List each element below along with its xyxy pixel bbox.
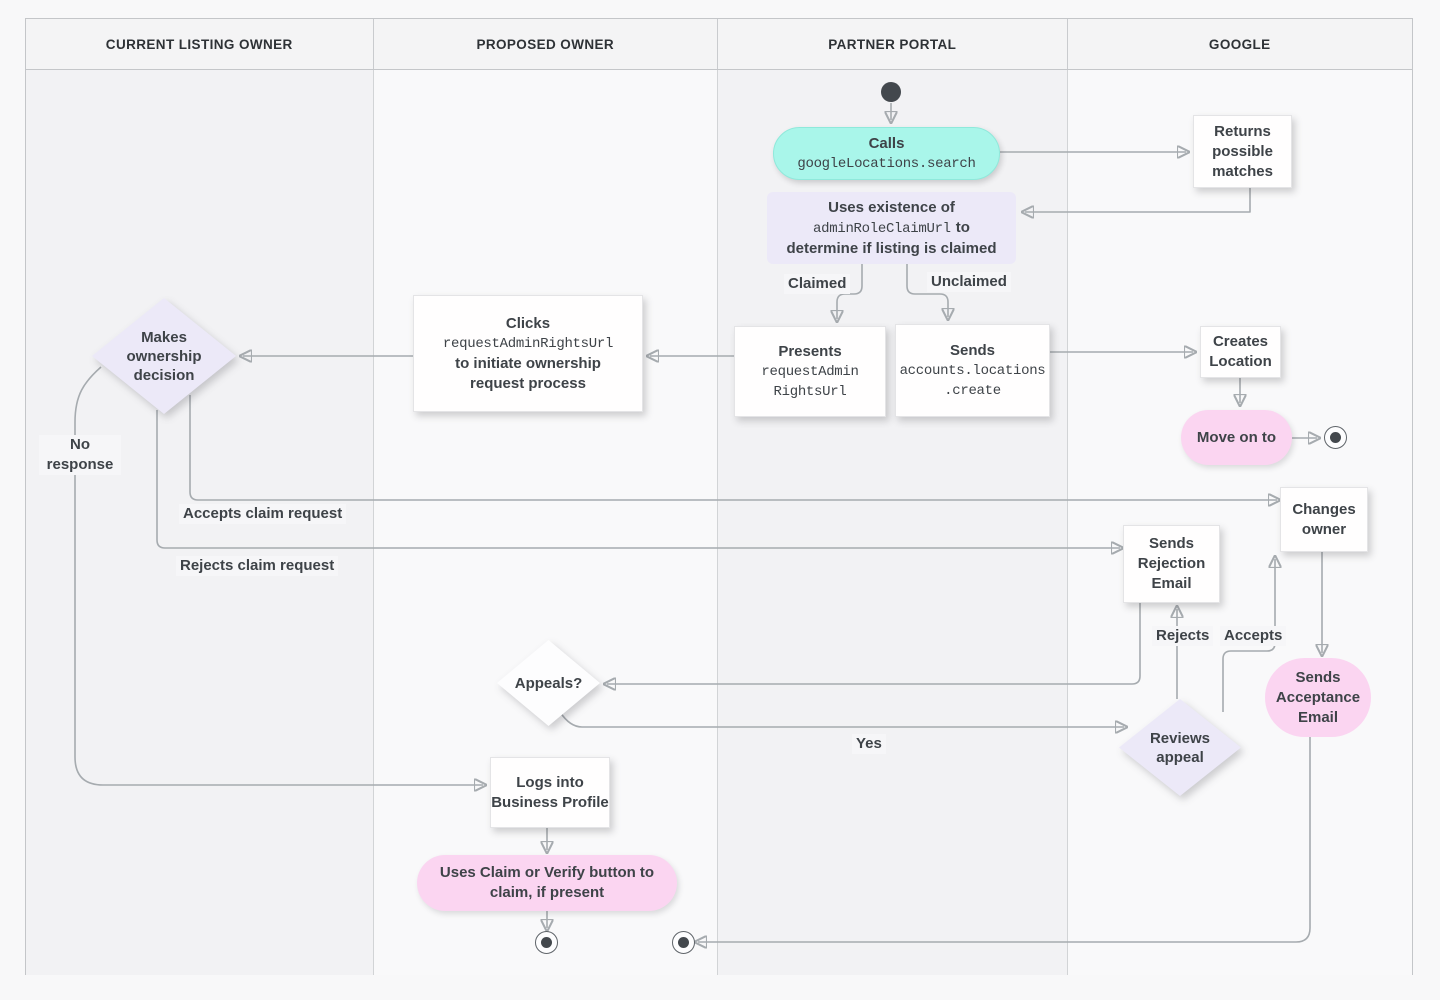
node-reviews-appeal: Reviews appeal <box>1119 699 1241 796</box>
end-node-claim <box>535 931 558 954</box>
lane-header-partner-portal: PARTNER PORTAL <box>718 19 1068 69</box>
end-node-move-on <box>1324 426 1347 449</box>
node-sends-acceptance-email: Sends Acceptance Email <box>1265 658 1371 737</box>
node-code-line2: RightsUrl <box>773 383 847 400</box>
node-text: Reviews appeal <box>1149 729 1211 766</box>
edge-label-rejects-claim-request: Rejects claim request <box>176 556 339 576</box>
node-text: Appeals? <box>514 674 583 692</box>
node-text: Uses Claim or Verify button to claim, if… <box>439 864 655 901</box>
node-title: Presents <box>778 342 842 360</box>
node-code-line1: accounts.locations <box>899 362 1046 379</box>
node-calls-google-locations-search: Calls googleLocations.search <box>773 127 1000 180</box>
node-presents-request-admin-rights-url: Presents requestAdmin RightsUrl <box>734 326 886 417</box>
node-appeals-decision: Appeals? <box>497 640 600 726</box>
node-code: adminRoleClaimUrl <box>813 220 951 237</box>
node-line2: adminRoleClaimUrl to <box>813 218 970 239</box>
lane-header-current-listing-owner: CURRENT LISTING OWNER <box>26 19 374 69</box>
node-code-line1: requestAdmin <box>761 363 859 380</box>
node-code-line2: .create <box>944 382 1001 399</box>
lane-proposed-owner <box>373 70 718 975</box>
node-line2: to initiate ownership <box>455 354 601 372</box>
node-sends-accounts-locations-create: Sends accounts.locations .create <box>895 324 1050 417</box>
edge-label-accepts: Accepts <box>1220 626 1287 646</box>
appeals-diamond-shape: Appeals? <box>497 640 600 726</box>
edge-label-unclaimed: Unclaimed <box>927 272 1011 292</box>
node-text: Sends Acceptance Email <box>1275 668 1361 726</box>
lane-header-proposed-owner: PROPOSED OWNER <box>373 19 718 69</box>
node-makes-ownership-decision: Makes ownership decision <box>92 298 236 414</box>
node-text: Returns possible matches <box>1212 122 1273 180</box>
node-logs-into-business-profile: Logs into Business Profile <box>490 757 610 828</box>
edge-label-no-response: No response <box>39 435 121 475</box>
end-node-acceptance <box>672 931 695 954</box>
node-title: Sends <box>949 341 995 359</box>
node-code: requestAdminRightsUrl <box>442 335 614 352</box>
node-text: Logs into Business Profile <box>491 773 609 811</box>
node-returns-possible-matches: Returns possible matches <box>1193 115 1292 188</box>
node-text: Sends Rejection Email <box>1137 535 1206 592</box>
node-text: Move on to <box>1196 428 1277 446</box>
edge-label-claimed: Claimed <box>784 274 851 294</box>
edge-label-yes: Yes <box>852 734 886 754</box>
node-uses-claim-or-verify-button: Uses Claim or Verify button to claim, if… <box>417 855 677 911</box>
node-title: Calls <box>868 134 905 152</box>
node-line3: determine if listing is claimed <box>786 239 997 257</box>
node-text: Creates Location <box>1209 333 1272 370</box>
node-line3: request process <box>470 374 586 392</box>
node-move-on-to: Move on to <box>1181 410 1292 465</box>
edge-label-rejects: Rejects <box>1152 626 1214 646</box>
lane-header-google: GOOGLE <box>1067 19 1412 69</box>
node-line1: Uses existence of <box>828 198 955 216</box>
node-text: Changes owner <box>1292 500 1356 538</box>
start-node <box>881 82 901 102</box>
reviews-diamond-shape: Reviews appeal <box>1119 699 1241 796</box>
node-changes-owner: Changes owner <box>1280 487 1368 552</box>
node-code: googleLocations.search <box>797 155 976 172</box>
decision-diamond-shape: Makes ownership decision <box>92 298 236 414</box>
node-creates-location: Creates Location <box>1200 326 1281 378</box>
lane-header-row: CURRENT LISTING OWNER PROPOSED OWNER PAR… <box>26 19 1412 70</box>
node-after-code: to <box>955 218 970 236</box>
node-text: Makes ownership decision <box>126 328 202 384</box>
node-title: Clicks <box>505 314 551 332</box>
node-sends-rejection-email: Sends Rejection Email <box>1123 525 1220 603</box>
node-uses-existence-admin-role-claim-url: Uses existence of adminRoleClaimUrl to d… <box>767 192 1016 264</box>
node-clicks-request-admin-rights-url: Clicks requestAdminRightsUrl to initiate… <box>413 295 643 412</box>
edge-label-accepts-claim-request: Accepts claim request <box>179 504 347 524</box>
